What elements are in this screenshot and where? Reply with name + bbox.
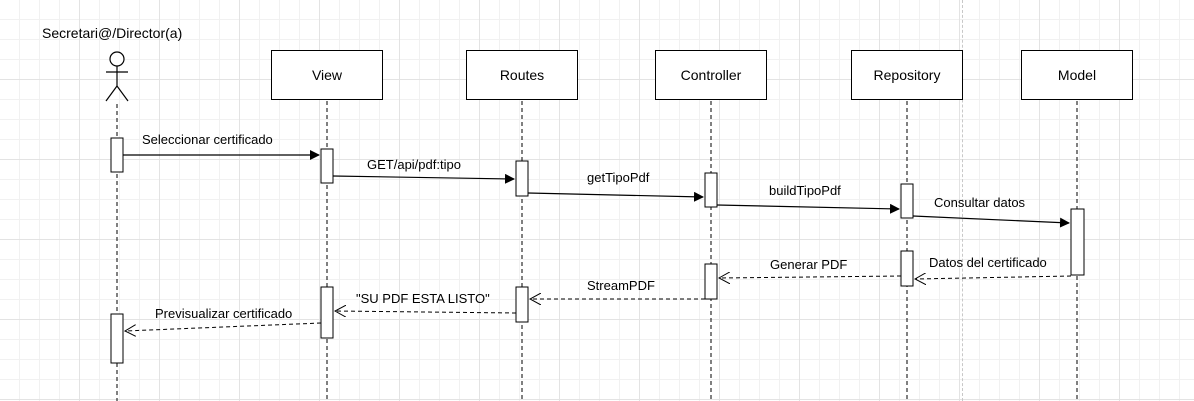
actor-activation-1 [110, 137, 124, 173]
msg-4-label: buildTipoPdf [769, 183, 841, 198]
view-activation-2 [320, 286, 334, 339]
participant-model-label: Model [1057, 67, 1097, 83]
routes-activation-1 [515, 160, 529, 197]
participant-routes-label: Routes [499, 67, 545, 83]
actor-icon [105, 51, 129, 102]
msg-10-label: Previsualizar certificado [155, 306, 293, 321]
controller-activation-2 [704, 263, 718, 300]
msg-7-arrow [719, 276, 902, 278]
msg-2-label: GET/api/pdf:tipo [367, 157, 461, 172]
msg-3-label: getTipoPdf [587, 170, 650, 185]
routes-activation-2 [515, 286, 529, 323]
msg-7-label: Generar PDF [770, 257, 848, 272]
page-divider [962, 0, 963, 401]
actor-label: Secretari@/Director(a) [42, 25, 183, 41]
repository-activation-2 [900, 250, 914, 287]
participant-controller-label: Controller [680, 67, 742, 83]
view-activation-1 [320, 148, 334, 184]
participant-repository-label: Repository [873, 67, 941, 83]
participant-view-label: View [311, 67, 343, 83]
repository-activation-1 [900, 183, 914, 219]
actor-activation-2 [110, 313, 124, 364]
msg-10-arrow [125, 322, 322, 331]
msg-5-label: Consultar datos [934, 195, 1026, 210]
participant-repository: Repository [851, 50, 963, 100]
msg-9-arrow [335, 311, 517, 313]
participant-controller: Controller [655, 50, 767, 100]
model-activation [1070, 208, 1085, 276]
msg-9-label: "SU PDF ESTA LISTO" [356, 291, 490, 306]
msg-6-label: Datos del certificado [929, 255, 1047, 270]
participant-routes: Routes [466, 50, 578, 100]
participant-view: View [271, 50, 383, 100]
msg-8-label: StreamPDF [587, 278, 655, 293]
msg-6-arrow [915, 276, 1072, 279]
msg-5-arrow [912, 215, 1070, 228]
msg-4-arrow [716, 203, 900, 214]
participant-model: Model [1021, 50, 1133, 100]
msg-3-arrow [527, 191, 704, 202]
msg-1-label: Seleccionar certificado [142, 132, 273, 147]
msg-2-arrow [332, 173, 515, 184]
controller-activation-1 [704, 172, 718, 208]
